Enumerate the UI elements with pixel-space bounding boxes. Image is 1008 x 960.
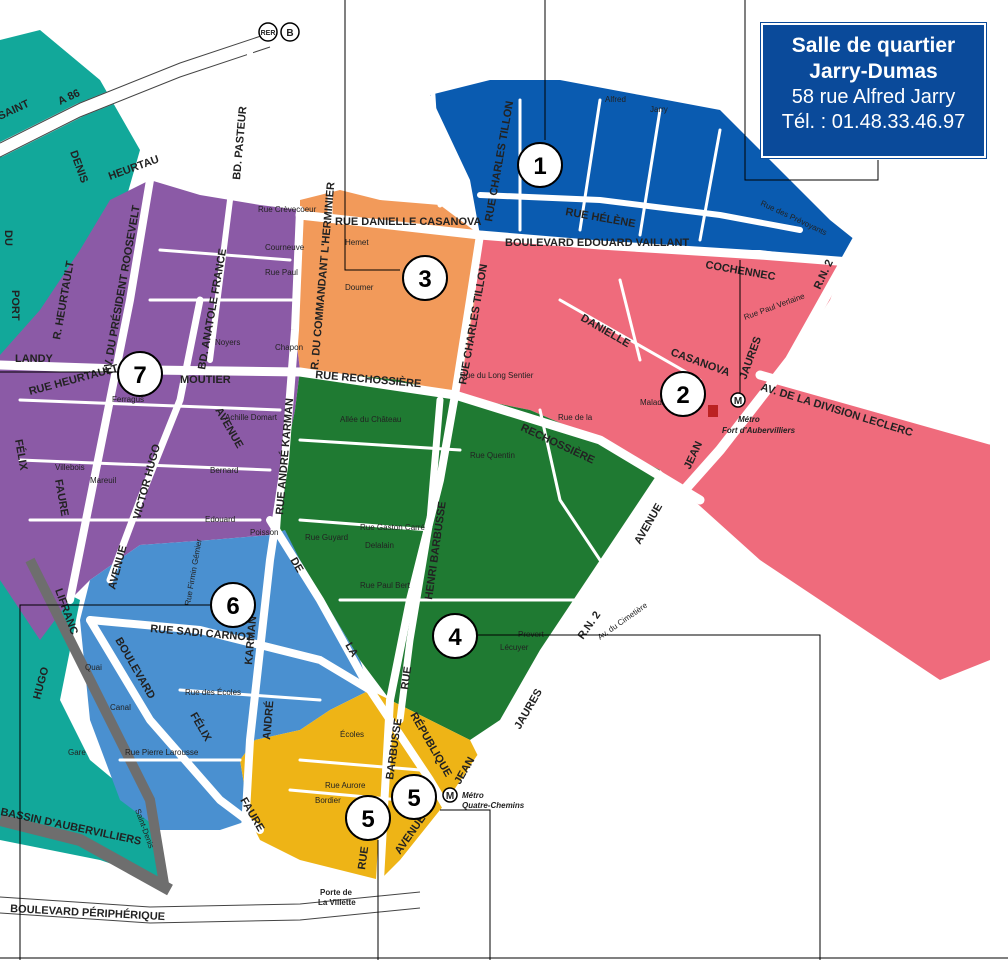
svg-text:4: 4 (448, 624, 462, 651)
district-green[interactable] (280, 370, 660, 740)
label-rue-paul: Rue Paul (265, 268, 298, 277)
label-edouard: Edouard (205, 515, 235, 524)
label-guyard: Rue Guyard (305, 533, 348, 542)
svg-text:1: 1 (533, 153, 546, 180)
label-andre: ANDRÉ (260, 700, 276, 740)
label-poisson: Poisson (250, 528, 278, 537)
label-aurore: Rue Aurore (325, 781, 366, 790)
marker-6[interactable]: 6 (210, 582, 256, 628)
svg-text:Quatre-Chemins: Quatre-Chemins (462, 801, 525, 810)
salle-info-box: Salle de quartier Jarry-Dumas 58 rue Alf… (760, 22, 987, 159)
canal-band (25, 557, 170, 891)
label-crevecoeur: Rue Crèvecoeur (258, 205, 317, 214)
label-mareuil: Mareuil (90, 476, 116, 485)
label-pierre-larousse: Rue Pierre Larousse (125, 748, 199, 757)
info-address: 58 rue Alfred Jarry (791, 86, 956, 108)
marker-4[interactable]: 4 (432, 613, 478, 659)
leader-lines (0, 0, 879, 960)
marker-3[interactable]: 3 (402, 255, 448, 301)
road-network (0, 27, 995, 924)
svg-text:Métro: Métro (738, 415, 760, 424)
label-jarry: Jarry (650, 105, 668, 114)
label-rue-b: RUE (356, 846, 371, 871)
rer-b-marker[interactable]: RER B (258, 22, 300, 42)
metro-fort-aubervilliers[interactable]: M Métro Fort d'Aubervilliers (722, 392, 796, 435)
marker-5-north[interactable]: 5 (391, 774, 437, 820)
label-quentin: Rue Quentin (470, 451, 515, 460)
svg-text:7: 7 (133, 362, 146, 389)
svg-text:2: 2 (676, 382, 689, 409)
label-karman: KARMAN (243, 615, 259, 665)
label-rue-la: Rue de la (558, 413, 593, 422)
label-ecoles: Écoles (340, 730, 364, 739)
marker-5-south[interactable]: 5 (345, 795, 391, 841)
info-title: Salle de quartier (791, 34, 956, 57)
label-moutier: MOUTIER (180, 374, 231, 386)
marker-7[interactable]: 7 (117, 351, 163, 397)
bassin-band (0, 814, 173, 896)
label-doumer: Doumer (345, 283, 374, 292)
label-porte: Porte de (320, 888, 353, 897)
label-bernard: Bernard (210, 466, 238, 475)
label-rue-henri: RUE (399, 666, 414, 691)
metro-icon: M (446, 791, 454, 802)
district-orange[interactable] (295, 190, 480, 395)
svg-text:Fort d'Aubervilliers: Fort d'Aubervilliers (722, 426, 796, 435)
svg-text:3: 3 (418, 266, 431, 293)
label-boulevard-edouard: BOULEVARD EDOUARD VAILLANT (505, 237, 689, 249)
district-purple[interactable] (0, 180, 300, 640)
label-port: PORT (9, 290, 21, 321)
label-villette: La Villette (318, 898, 356, 907)
label-felix: FÉLIX (12, 438, 30, 472)
district-pink[interactable] (455, 235, 990, 680)
svg-text:B: B (286, 28, 293, 39)
svg-text:5: 5 (407, 785, 420, 812)
metro-quatre-chemins[interactable]: M Métro Quatre-Chemins (442, 787, 525, 810)
label-landy: LANDY (15, 353, 54, 365)
label-ferragus: Ferragus (112, 395, 144, 404)
label-allee-chateau: Allée du Château (340, 415, 401, 424)
label-chapon: Chapon (275, 343, 303, 352)
label-gaston-carre: Rue Gaston Carré (360, 523, 425, 532)
marker-2[interactable]: 2 (660, 371, 706, 417)
label-courneuve: Courneuve (265, 243, 305, 252)
label-du: DU (2, 230, 14, 246)
svg-text:6: 6 (226, 593, 239, 620)
label-villebois: Villebois (55, 463, 85, 472)
label-noyers: Noyers (215, 338, 240, 347)
label-bordier: Bordier (315, 796, 341, 805)
label-canal: Canal (110, 703, 131, 712)
label-lecuyer: Lécuyer (500, 643, 529, 652)
svg-text:RER: RER (261, 30, 276, 37)
metro-icon: M (734, 396, 742, 407)
label-delalain: Delalain (365, 541, 394, 550)
label-quai: Quai (85, 663, 102, 672)
district-blue[interactable] (430, 80, 855, 260)
label-gare: Gare (68, 748, 86, 757)
label-paul-bert: Rue Paul Bert (360, 581, 411, 590)
label-rue-danielle: RUE DANIELLE CASANOVA (335, 216, 482, 228)
label-maladrerie: Maladrerie (640, 398, 678, 407)
district-yellow[interactable] (240, 690, 480, 880)
salle-building-2 (708, 405, 718, 417)
info-phone: Tél. : 01.48.33.46.97 (781, 111, 966, 133)
svg-text:5: 5 (361, 806, 374, 833)
label-achille: Achille Domart (225, 413, 278, 422)
label-rue-ecoles: Rue des Écoles (185, 688, 241, 697)
info-name: Jarry-Dumas (809, 60, 938, 83)
marker-1[interactable]: 1 (517, 142, 563, 188)
svg-text:Métro: Métro (462, 791, 484, 800)
label-alfred: Alfred (605, 95, 626, 104)
label-hemet: Hemet (345, 238, 369, 247)
label-long-sentier: Rue du Long Sentier (460, 371, 534, 380)
